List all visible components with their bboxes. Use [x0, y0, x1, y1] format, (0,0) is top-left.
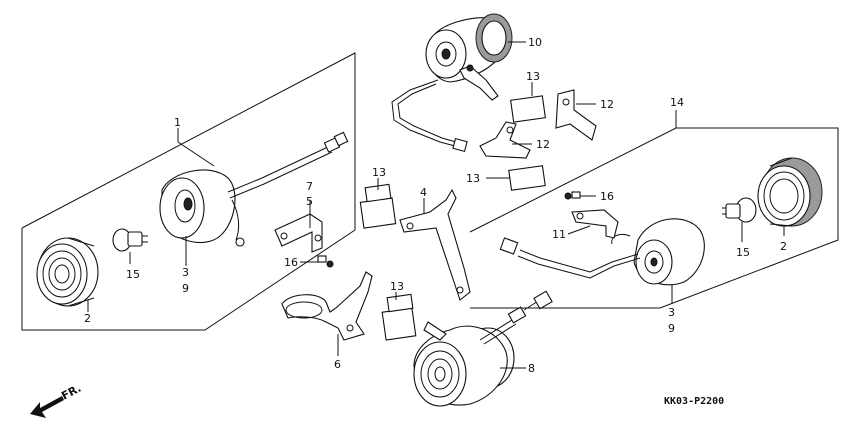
front-direction-arrow: FR.	[30, 382, 83, 418]
signal-10	[391, 13, 513, 153]
housing-right	[499, 218, 705, 286]
callout-2-right: 2	[780, 240, 787, 253]
callout-9-right: 9	[668, 322, 675, 335]
bracket-12-b	[479, 121, 531, 159]
clamp-6	[281, 271, 373, 341]
bulb-left	[112, 228, 148, 252]
callout-6: 6	[334, 358, 341, 371]
callout-11: 11	[552, 228, 566, 241]
callout-12-a: 12	[600, 98, 614, 111]
callout-16-left: 16	[284, 256, 298, 269]
callout-3-left: 3	[182, 266, 189, 279]
signal-8	[413, 290, 553, 407]
callout-2-left: 2	[84, 312, 91, 325]
diagram-code: KK03-P2200	[664, 396, 724, 407]
callout-9-left: 9	[182, 282, 189, 295]
callout-13-d: 13	[466, 172, 480, 185]
callout-13-a: 13	[372, 166, 386, 179]
callout-5: 5	[306, 195, 313, 208]
front-direction-label: FR.	[59, 382, 83, 403]
callout-7: 7	[306, 180, 313, 193]
callout-1: 1	[174, 116, 181, 129]
callout-13-c: 13	[526, 70, 540, 83]
callout-4: 4	[420, 186, 427, 199]
rubber-13-a	[359, 183, 397, 229]
callout-3-right: 3	[668, 306, 675, 319]
bracket-11	[564, 191, 619, 239]
callout-10: 10	[528, 36, 542, 49]
bracket-12-a	[555, 89, 597, 141]
callout-8: 8	[528, 362, 535, 375]
left-assembly-group	[21, 52, 356, 331]
right-assembly-group	[469, 127, 839, 309]
bracket-4	[399, 188, 471, 301]
rubber-13-c	[510, 95, 546, 123]
housing-left	[159, 131, 349, 247]
bulb-right	[722, 197, 757, 223]
rubber-13-b	[381, 293, 417, 341]
callout-14: 14	[670, 96, 684, 109]
callout-15-left: 15	[126, 268, 140, 281]
rubber-13-d	[508, 165, 546, 191]
callout-16-right: 16	[600, 190, 614, 203]
callout-labels: 1 2 15 3 9 7 5 16 13 4 6 13 8 10 13 12 1…	[84, 36, 787, 375]
lens-left	[36, 237, 99, 307]
callout-12-b: 12	[536, 138, 550, 151]
lens-right	[757, 157, 823, 227]
leader-lines	[87, 41, 785, 369]
callout-13-b: 13	[390, 280, 404, 293]
callout-15-right: 15	[736, 246, 750, 259]
